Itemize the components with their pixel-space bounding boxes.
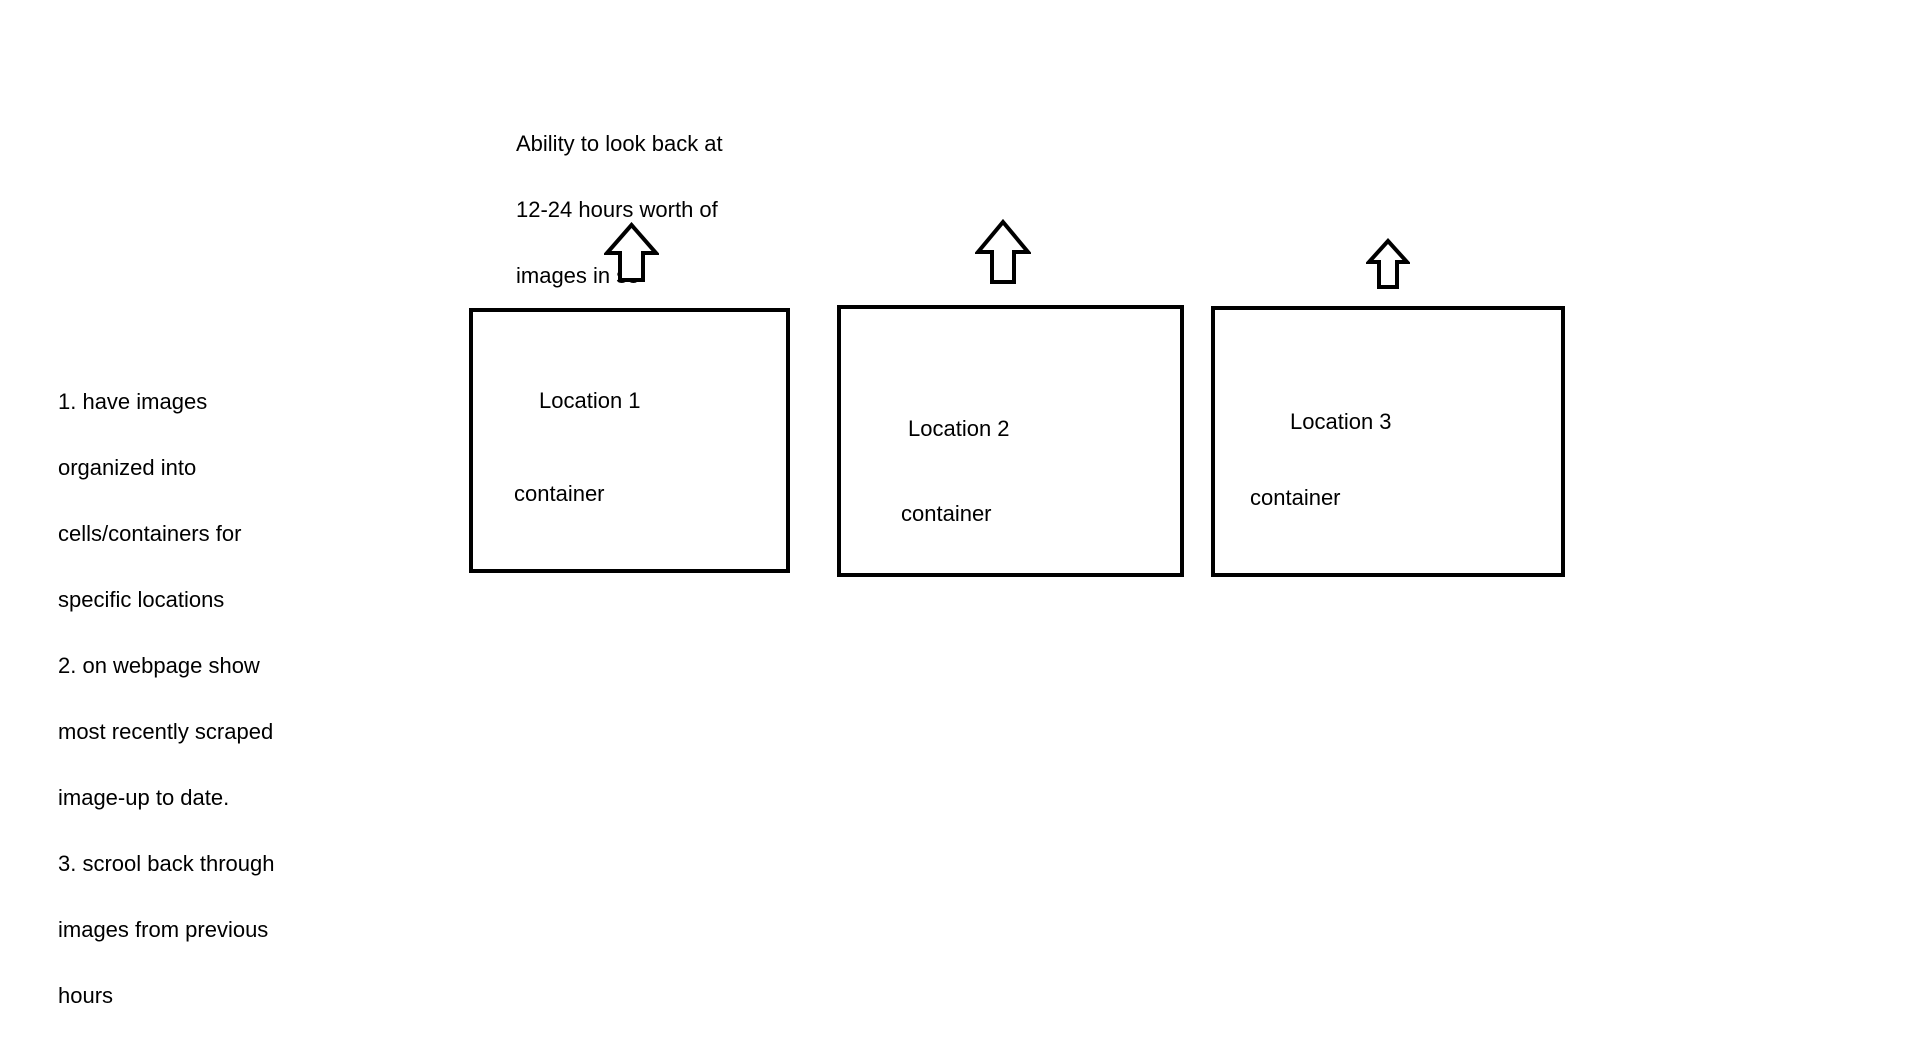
container-title: Location 2	[908, 416, 1010, 441]
location-1-container: Location 1 container	[469, 308, 790, 573]
storage-note-line: Ability to look back at	[516, 131, 723, 156]
up-arrow-icon	[604, 222, 659, 282]
container-label: container	[514, 481, 605, 506]
requirements-notes: 1. have images organized into cells/cont…	[58, 352, 318, 1045]
storage-note: Ability to look back at 12-24 hours wort…	[516, 94, 776, 325]
container-title: Location 1	[539, 388, 641, 413]
note-line: organized into	[58, 455, 197, 480]
note-line: 3. scrool back through	[58, 851, 275, 876]
note-line: image-up to date.	[58, 785, 230, 810]
note-line: hours	[58, 983, 114, 1008]
note-line: 1. have images	[58, 389, 208, 414]
note-line: most recently scraped	[58, 719, 274, 744]
location-3-container: Location 3 container	[1211, 306, 1565, 577]
up-arrow-icon	[1366, 238, 1410, 289]
note-line: specific locations	[58, 587, 225, 612]
location-2-container: Location 2 container	[837, 305, 1184, 577]
storage-note-line: 12-24 hours worth of	[516, 197, 718, 222]
container-title: Location 3	[1290, 409, 1392, 434]
container-label: container	[1250, 485, 1341, 510]
note-line: 2. on webpage show	[58, 653, 260, 678]
note-line: cells/containers for	[58, 521, 242, 546]
up-arrow-icon	[975, 219, 1031, 284]
note-line: images from previous	[58, 917, 269, 942]
container-label: container	[901, 501, 992, 526]
